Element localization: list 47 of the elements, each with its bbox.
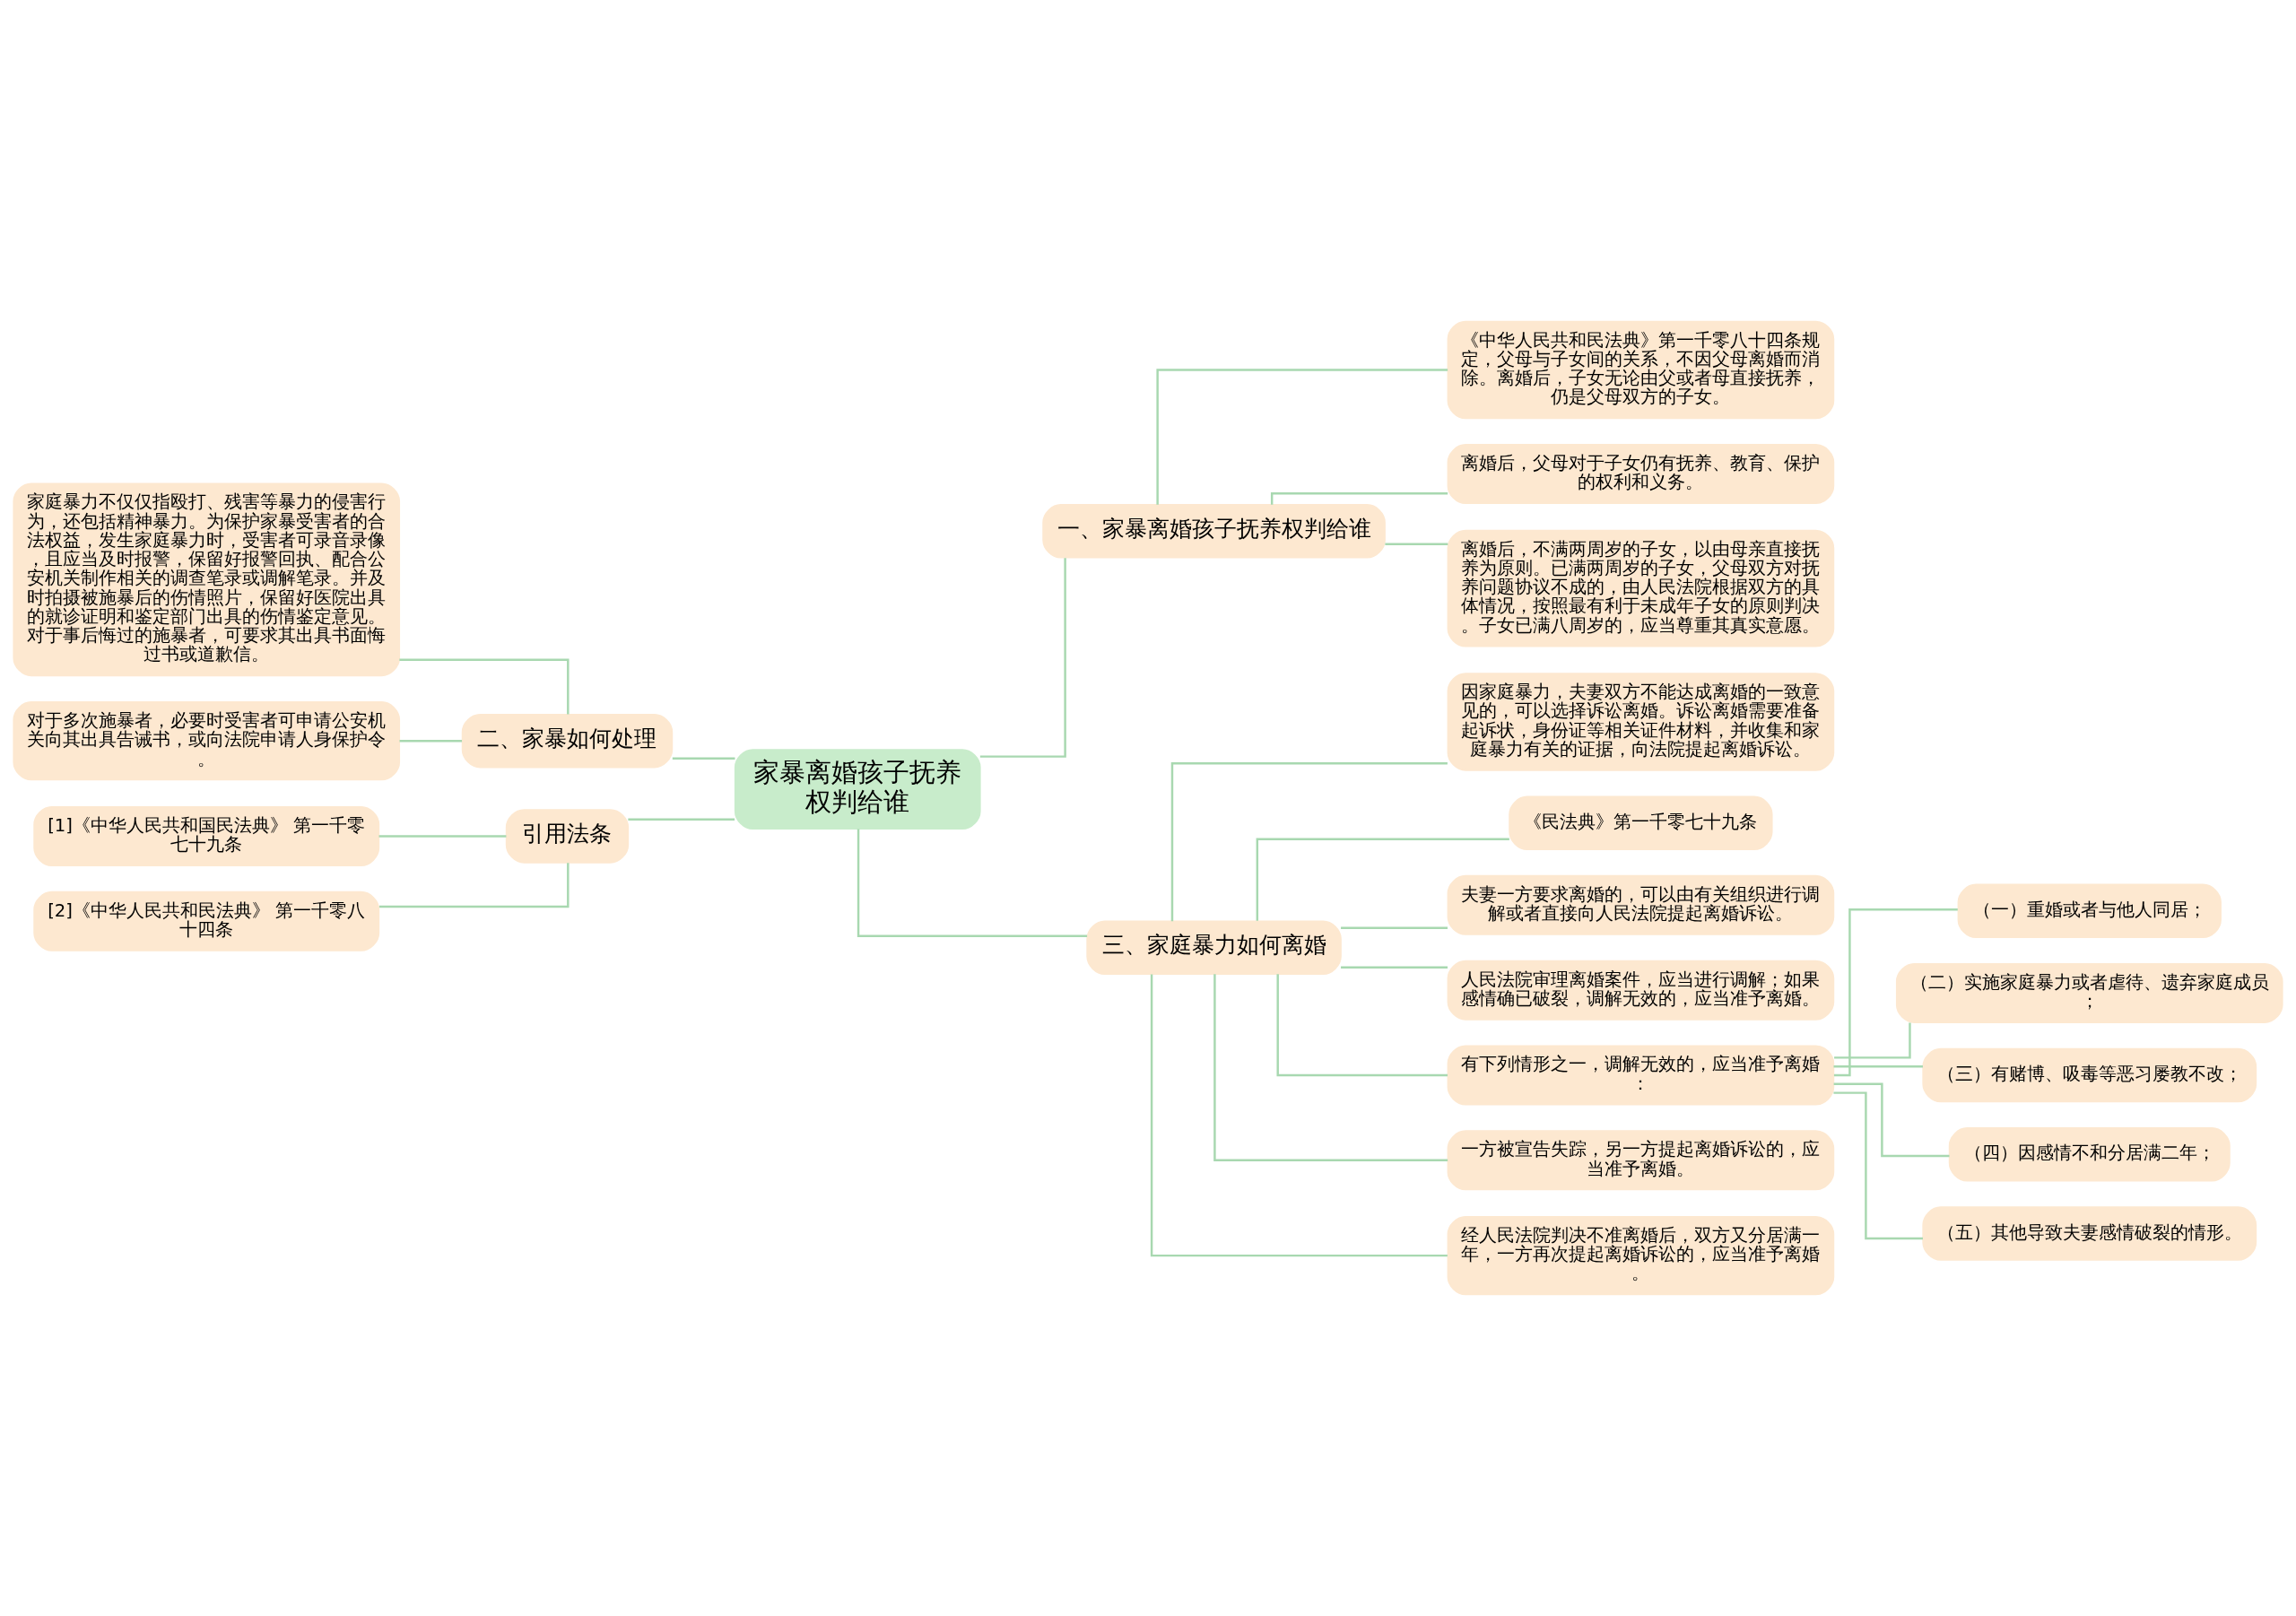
node-box: 《中华人民共和民法典》第一千零八十四条规定，父母与子女间的关系，不因父母离婚而消除。离婚后，子女无论由父或者母直接抚养，仍是父母双方的子女。 (1447, 320, 1835, 420)
connector (1256, 838, 1509, 921)
connector (857, 829, 1088, 937)
connector (1833, 1091, 1923, 1240)
connector (628, 818, 735, 821)
connector (1834, 1022, 1911, 1059)
node-box: 离婚后，父母对于子女仍有抚养、教育、保护的权利和义务。 (1447, 444, 1835, 505)
node-box: 因家庭暴力，夫妻双方不能达成离婚的一致意见的，可以选择诉讼离婚。诉讼离婚需要准备起诉状，身份证等相关证件材料，并收集和家庭暴力有关的证据，向法院提起离婚诉讼。 (1447, 673, 1835, 771)
connector (378, 835, 507, 838)
connector (1833, 1064, 1923, 1068)
connector (1270, 492, 1448, 505)
node-box: 夫妻一方要求离婚的，可以由有关组织进行调解或者直接向人民法院提起离婚诉讼。 (1447, 874, 1835, 935)
node-box: 离婚后，不满两周岁的子女，以由母亲直接抚养为原则。已满两周岁的子女，父母双方对抚养问题协议不成的，由人民法院根据双方的具体情况，按照最有利于未成年子女的原则判决。子女已满八周岁的，应当尊重其真实意愿。 (1447, 529, 1835, 647)
connector (1156, 369, 1448, 505)
node-box: 一方被宣告失踪，另一方提起离婚诉讼的，应当准予离婚。 (1447, 1130, 1835, 1191)
connector (1150, 974, 1448, 1257)
node-box: （五）其他导致夫妻感情破裂的情形。 (1922, 1206, 2257, 1261)
node-box: [1]《中华人民共和国民法典》 第一千零七十九条 (33, 805, 380, 866)
node-box: 人民法院审理离婚案件，应当进行调解；如果感情确已破裂，调解无效的，应当准予离婚。 (1447, 960, 1835, 1021)
connector (672, 757, 735, 760)
node-box: 《民法典》第一千零七十九条 (1509, 795, 1773, 850)
node-box: 二、家暴如何处理 (461, 713, 674, 769)
node-box: 对于多次施暴者，必要时受害者可申请公安机关向其出具告诫书，或向法院申请人身保护令。 (13, 701, 401, 781)
node-box: （二）实施家庭暴力或者虐待、遗弃家庭成员； (1895, 962, 2283, 1023)
node-box: （一）重婚或者与他人同居； (1957, 883, 2222, 939)
connector (399, 658, 570, 715)
node-box: 引用法条 (505, 809, 630, 864)
connector (1213, 974, 1448, 1162)
connector (1170, 762, 1448, 922)
node-box: [2]《中华人民共和民法典》 第一千零八十四条 (33, 891, 380, 951)
node-box: 家庭暴力不仅仅指殴打、残害等暴力的侵害行为，还包括精神暴力。为保护家暴受害者的合法权益，发生家庭暴力时，受害者可录音录像，且应当及时报警，保留好报警回执、配合公安机关制作相关的调查笔录或调解笔录。并及时拍摄被施暴后的伤情照片，保留好医院出具的就诊证明和鉴定部门出具的伤情鉴定意见。对于事后悔过的施暴者，可要求其出具书面悔过书或道歉信。 (13, 482, 401, 677)
node-box: 一、家暴离婚孩子抚养权判给谁 (1042, 504, 1386, 559)
node-box: （三）有赌博、吸毒等恶习屡教不改； (1922, 1047, 2257, 1103)
connector (1276, 974, 1448, 1077)
node-box: 家暴离婚孩子抚养权判给谁 (734, 749, 981, 830)
connector (378, 863, 570, 908)
node-box: 经人民法院判决不准离婚后，双方又分居满一年，一方再次提起离婚诉讼的，应当准予离婚。 (1447, 1216, 1835, 1296)
connector (1341, 966, 1448, 969)
connector (399, 739, 463, 743)
connector (1341, 926, 1448, 929)
node-box: 三、家庭暴力如何离婚 (1086, 920, 1342, 975)
connector (1833, 908, 1958, 1077)
connector (1385, 543, 1448, 545)
node-box: 有下列情形之一，调解无效的，应当准予离婚： (1447, 1045, 1835, 1106)
connector (979, 558, 1066, 758)
node-box: （四）因感情不和分居满二年； (1948, 1127, 2231, 1182)
connector (1833, 1082, 1950, 1158)
